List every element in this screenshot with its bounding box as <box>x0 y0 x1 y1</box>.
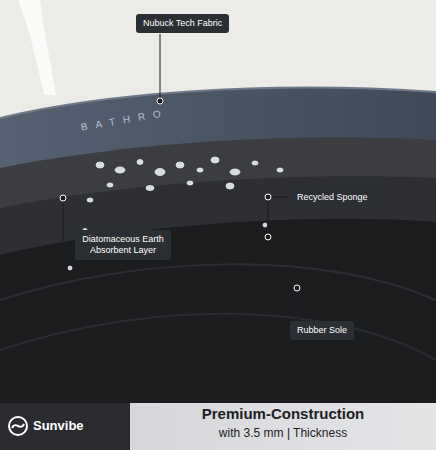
water-stream <box>18 0 56 95</box>
leader-lines <box>63 34 297 320</box>
sole-edge <box>0 264 436 300</box>
fabric-layer <box>0 88 436 168</box>
sole-edge <box>0 314 436 360</box>
callout-label: Rubber Sole <box>290 321 354 340</box>
brand-logo: Sunvibe <box>33 418 84 433</box>
callout-label: Recycled Sponge <box>290 188 375 207</box>
callout-text: Nubuck Tech Fabric <box>143 18 222 29</box>
water-droplets <box>68 157 283 270</box>
footer-title: Premium-Construction <box>130 405 436 422</box>
callout-label: Nubuck Tech Fabric <box>136 14 229 33</box>
callout-text: Recycled Sponge <box>297 192 368 203</box>
leader-dots <box>60 98 300 291</box>
callout-text: Rubber Sole <box>297 325 347 336</box>
fabric-edge <box>0 88 436 118</box>
callout-label: Diatomaceous Earth Absorbent Layer <box>75 230 171 260</box>
logo-panel <box>0 403 130 450</box>
footer-bar <box>0 403 436 450</box>
callout-text: Diatomaceous Earth Absorbent Layer <box>82 234 164 256</box>
logo-icon <box>12 424 24 428</box>
logo-icon <box>9 417 27 435</box>
rubber-layer <box>0 215 436 403</box>
footer-caption: with 3.5 mm | Thickness <box>130 426 436 440</box>
